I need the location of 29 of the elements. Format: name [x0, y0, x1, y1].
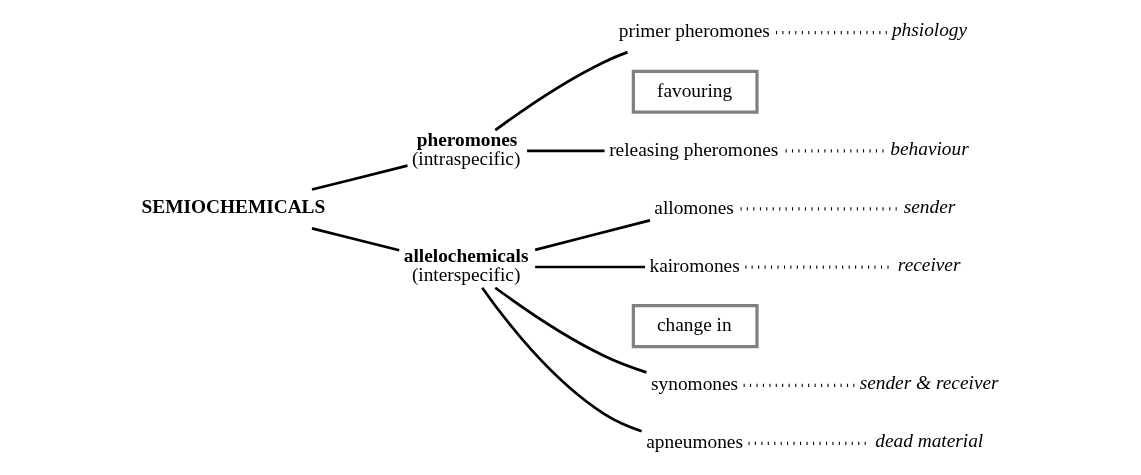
connector: [740, 206, 899, 211]
node-text: releasing pheromones: [608, 138, 778, 160]
node-text: dead material: [874, 429, 983, 451]
connector: [775, 30, 888, 34]
node-text: phsiology: [891, 18, 967, 40]
connector: [785, 148, 886, 153]
node-text: apneumones: [645, 430, 743, 452]
node-text: primer pheromones: [618, 19, 770, 41]
connector: [311, 163, 408, 191]
node-text: sender & receiver: [859, 371, 999, 393]
node-text: synomones: [650, 372, 738, 394]
connector: [534, 265, 645, 268]
node-text: sender: [903, 195, 955, 217]
connector: [494, 50, 628, 131]
connector: [526, 149, 605, 152]
node-text: SEMIOCHEMICALS: [140, 195, 325, 217]
connector: [311, 226, 400, 252]
connector: [534, 218, 650, 251]
node-text: behaviour: [889, 137, 969, 159]
node-box: change in: [631, 303, 759, 348]
connector: [480, 286, 642, 432]
node-text: receiver: [897, 253, 960, 275]
node-text: kairomones: [648, 254, 740, 276]
node-text: allelochemicals (interspecific): [403, 244, 528, 285]
node-text: allomones: [653, 196, 734, 218]
node-box: favouring: [631, 69, 759, 114]
connector: [494, 286, 647, 374]
connector: [743, 383, 855, 387]
node-text: pheromones (intraspecific): [411, 128, 520, 169]
